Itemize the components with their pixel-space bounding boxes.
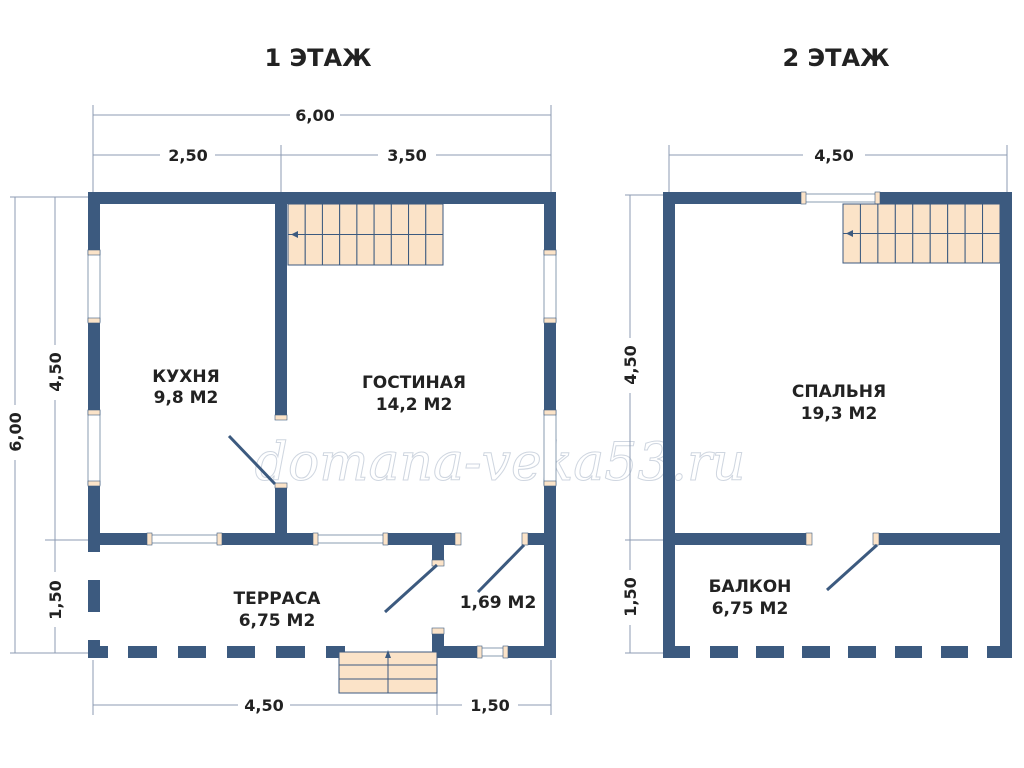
stair-step: [859, 203, 879, 234]
stair-step: [321, 234, 341, 266]
window: [87, 409, 101, 487]
floor1-room-labels: КУХНЯ 9,8 М2 ГОСТИНАЯ 14,2 М2 ТЕРРАСА 6,…: [152, 367, 536, 631]
stair-step: [408, 234, 427, 266]
stair-step: [947, 203, 966, 234]
floor1-entry-steps: [338, 650, 438, 694]
window: [146, 532, 223, 546]
window: [312, 532, 389, 546]
stair-step: [859, 233, 879, 264]
stair-step: [894, 203, 914, 234]
stair-step: [304, 203, 323, 235]
room-area-kitchen: 9,8 М2: [154, 388, 219, 408]
stair-step: [964, 233, 984, 264]
stair-step: [356, 234, 375, 266]
floor1-walls: [88, 192, 556, 658]
stair-step: [912, 203, 931, 234]
stair-step: [287, 234, 306, 266]
room-area-bedroom: 19,3 М2: [801, 404, 878, 424]
stair-step: [877, 233, 896, 264]
floor2-walls: [663, 191, 1012, 658]
stair-step: [982, 203, 1001, 234]
stair-step: [929, 203, 949, 234]
stair-step: [947, 233, 966, 264]
stair-step: [339, 203, 358, 235]
room-area-living: 14,2 М2: [376, 395, 453, 415]
room-name-living: ГОСТИНАЯ: [362, 373, 466, 393]
stair-step: [356, 203, 375, 235]
dim-right-width: 3,50: [387, 146, 426, 165]
stair-step: [390, 234, 410, 266]
dim-width: 4,50: [814, 146, 853, 165]
room-name-kitchen: КУХНЯ: [152, 367, 219, 387]
stair-step: [929, 233, 949, 264]
stair-step: [842, 233, 861, 264]
stair-step: [339, 234, 358, 266]
stair-step: [894, 233, 914, 264]
stair-step: [982, 233, 1001, 264]
window: [87, 249, 101, 324]
stair-step: [373, 203, 392, 235]
window: [543, 249, 557, 324]
floor2-title: 2 ЭТАЖ: [783, 44, 891, 72]
floor2-dimensions: 4,50 4,50 1,50: [619, 144, 1008, 654]
floor1-dimensions: 6,00 2,50 3,50 4,50 1,50 6,00 4,50 1,50: [4, 104, 552, 716]
room-name-balcony: БАЛКОН: [709, 577, 792, 597]
room-area-balcony: 6,75 М2: [712, 599, 789, 619]
dim-total-width: 6,00: [295, 106, 334, 125]
balcony-door: [825, 543, 879, 592]
dim-left-width: 2,50: [168, 146, 207, 165]
floor2-staircase: [842, 203, 1001, 264]
floor1-staircase: [287, 203, 444, 266]
floor1-windows: [87, 249, 557, 659]
floor2-room-labels: СПАЛЬНЯ 19,3 М2 БАЛКОН 6,75 М2: [709, 382, 887, 619]
window: [800, 191, 881, 205]
stair-step: [287, 203, 306, 235]
floor1-title: 1 ЭТАЖ: [265, 44, 373, 72]
stair-step: [373, 234, 392, 266]
stair-step: [321, 203, 341, 235]
stair-step: [425, 234, 444, 266]
dim-bottom-left: 4,50: [244, 696, 283, 715]
room-name-bedroom: СПАЛЬНЯ: [792, 382, 886, 402]
dim-terrace-height: 1,50: [46, 580, 65, 619]
arrow-left-icon: [291, 231, 298, 238]
stair-step: [304, 234, 323, 266]
arrow-left-icon: [846, 230, 853, 237]
stair-step: [912, 233, 931, 264]
arrow-up-icon: [385, 650, 391, 658]
stair-step: [425, 203, 444, 235]
dim-bottom-right: 1,50: [470, 696, 509, 715]
window: [476, 645, 509, 659]
room-area-terrace: 6,75 М2: [239, 611, 316, 631]
stair-step: [408, 203, 427, 235]
window: [543, 409, 557, 487]
room-area-bathroom: 1,69 М2: [460, 593, 537, 613]
dim-balcony-height: 1,50: [621, 577, 640, 616]
dim-total-height: 6,00: [6, 412, 25, 451]
room-name-terrace: ТЕРРАСА: [234, 589, 322, 609]
stair-step: [964, 203, 984, 234]
stair-step: [842, 203, 861, 234]
floor1-doors: [227, 434, 526, 614]
dim-main-height: 4,50: [621, 345, 640, 384]
dim-main-height: 4,50: [46, 352, 65, 391]
stair-step: [877, 203, 896, 234]
stair-step: [390, 203, 410, 235]
